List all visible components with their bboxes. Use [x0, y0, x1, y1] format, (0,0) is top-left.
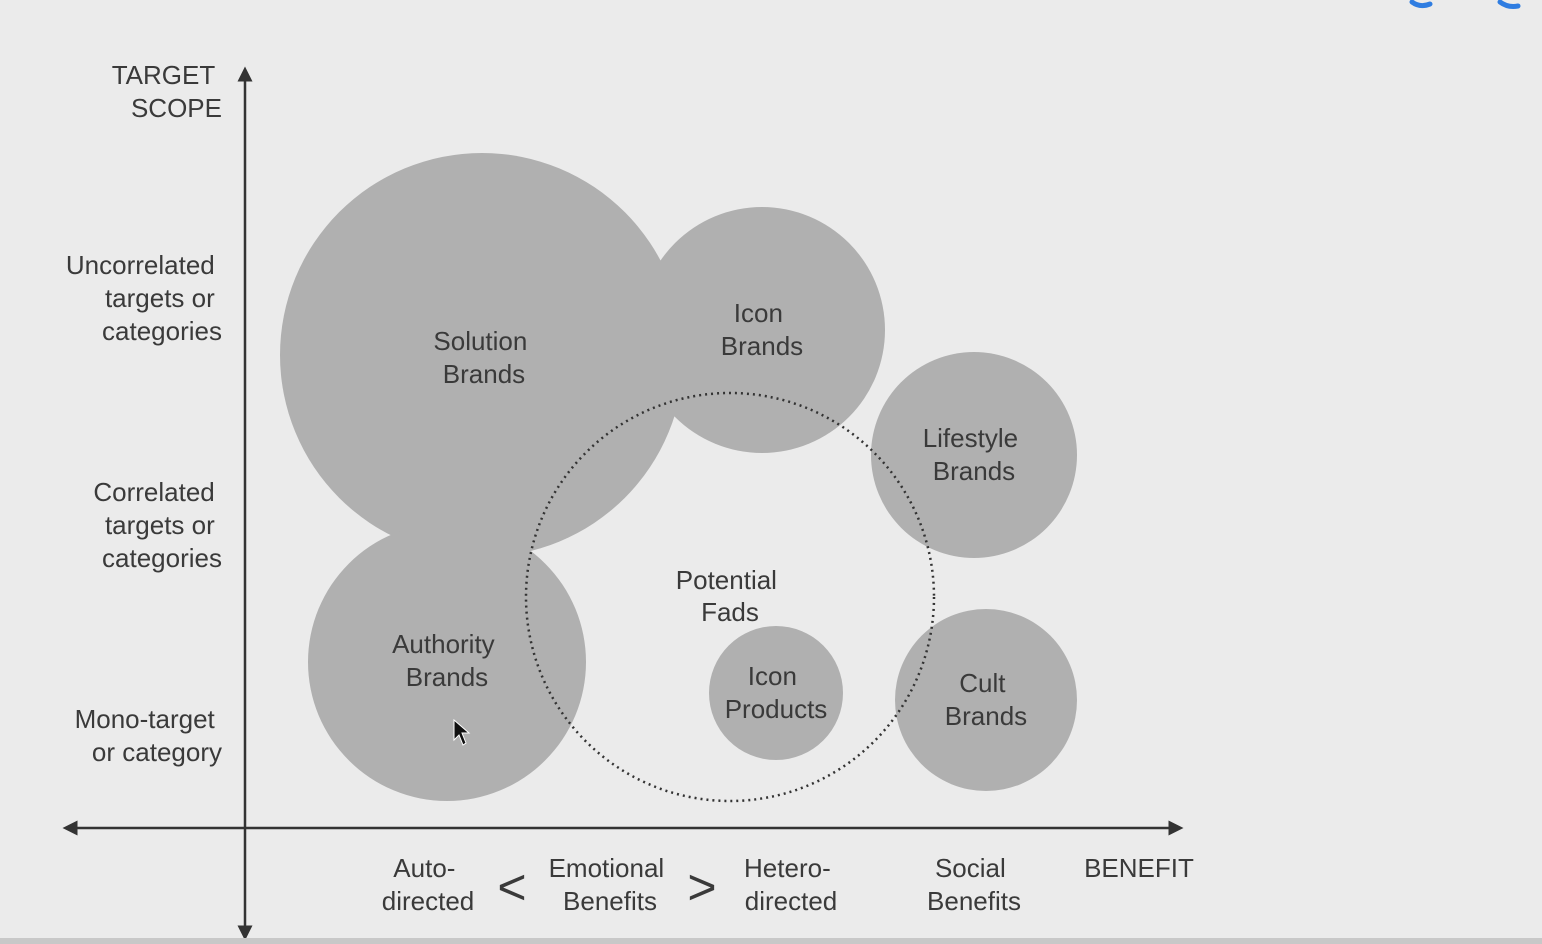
- x-level-auto-directed: Auto- directed: [382, 853, 475, 916]
- cult-brands-label: Cult Brands: [945, 668, 1027, 731]
- icon-products-bubble: [709, 626, 843, 760]
- icon-brands-bubble: [639, 207, 885, 453]
- bubbles: [280, 153, 1077, 801]
- y-axis-title: TARGET SCOPE: [112, 60, 222, 123]
- x-axis-title: BENEFIT: [1084, 853, 1194, 883]
- y-level-correlated: Correlated targets or categories: [93, 477, 222, 573]
- authority-brands-bubble: [308, 523, 586, 801]
- x-level-emotional-benefits: Emotional Benefits: [549, 853, 672, 916]
- solution-brands-label: Solution Brands: [433, 326, 534, 389]
- potential-fads-label: Potential Fads: [676, 565, 784, 627]
- corner-accent-icon: [1409, 0, 1521, 9]
- greater-than-sign: >: [687, 859, 716, 915]
- mouse-cursor-icon: [453, 718, 471, 746]
- lifestyle-brands-bubble: [871, 352, 1077, 558]
- less-than-sign: <: [497, 859, 526, 915]
- lifestyle-brands-label: Lifestyle Brands: [923, 423, 1026, 486]
- solution-brands-bubble: [280, 153, 684, 557]
- cult-brands-bubble: [895, 609, 1077, 791]
- y-level-uncorrelated: Uncorrelated targets or categories: [66, 250, 222, 346]
- potential-fads-zone: [524, 391, 936, 803]
- icon-brands-label: Icon Brands: [721, 298, 803, 361]
- y-level-mono-target: Mono-target or category: [75, 704, 222, 767]
- authority-brands-label: Authority Brands: [392, 629, 502, 692]
- bottom-edge-bar: [0, 938, 1542, 944]
- x-level-social-benefits: Social Benefits: [927, 853, 1021, 916]
- x-level-hetero-directed: Hetero- directed: [744, 853, 838, 916]
- icon-products-label: Icon Products: [725, 661, 828, 724]
